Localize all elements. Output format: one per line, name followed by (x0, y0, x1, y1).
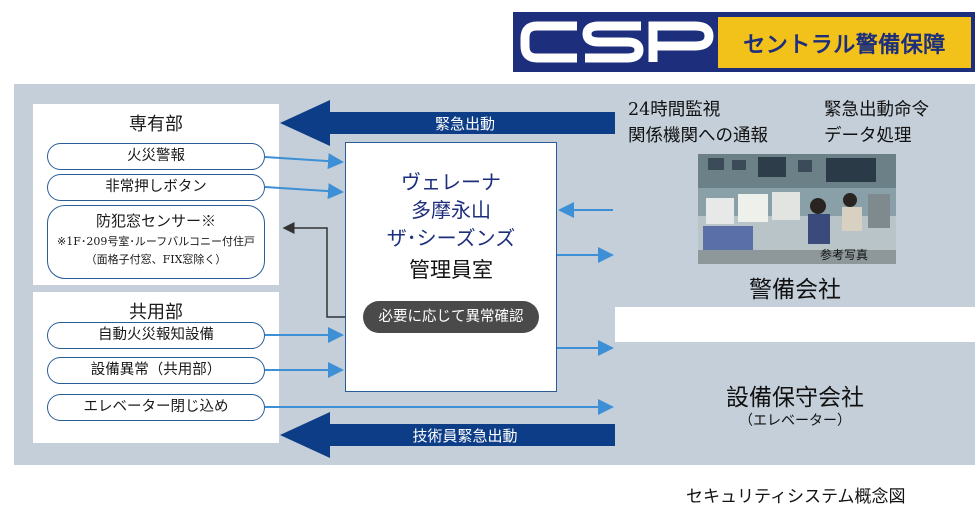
building-name-line2: 多摩永山 (411, 198, 491, 222)
photo-caption: 参考写真 (820, 248, 869, 262)
building-name-line1: ヴェレーナ (401, 170, 501, 194)
maintenance-company-name: 設備保守会社 (726, 385, 864, 411)
control-room-photo (698, 154, 896, 264)
equipment-fault-item: 設備異常（共用部） (47, 357, 265, 384)
window-sensor-note1: ※1F･209号室･ルーフバルコニー付住戸 (57, 235, 255, 248)
emergency-dispatch-label: 緊急出動 (434, 115, 495, 133)
technician-dispatch-label: 技術員緊急出動 (412, 427, 518, 445)
check-as-needed-badge: 必要に応じて異常確認 (363, 301, 539, 333)
fire-alarm-item: 火災警報 (47, 143, 265, 170)
duty-data-processing: データ処理 (824, 126, 912, 146)
security-company-name: 警備会社 (749, 277, 841, 303)
maintenance-company-panel (615, 342, 975, 465)
csp-logo-mark (519, 16, 717, 68)
duty-reporting: 関係機関への通報 (628, 126, 768, 146)
maintenance-company-sub: （エレベーター） (739, 413, 851, 429)
building-name-line3: ザ･シーズンズ (386, 226, 516, 250)
emergency-button-item: 非常押しボタン (47, 174, 265, 201)
elevator-item: エレベーター閉じ込め (47, 394, 265, 421)
management-room-label: 管理員室 (409, 258, 493, 282)
emergency-dispatch-arrow (280, 100, 615, 146)
auto-fire-item: 自動火災報知設備 (47, 322, 265, 349)
link-emergency-button (264, 183, 344, 200)
window-sensor-note2: （面格子付窓、FIX窓除く） (85, 253, 227, 266)
link-fire-alarm (264, 153, 344, 170)
window-sensor-item: 防犯窓センサー※ ※1F･209号室･ルーフバルコニー付住戸 （面格子付窓、FI… (47, 205, 265, 279)
window-sensor-label: 防犯窓センサー※ (95, 212, 216, 230)
management-room-box (345, 142, 557, 392)
diagram-caption: セキュリティシステム概念図 (686, 487, 906, 507)
duty-dispatch-order: 緊急出動命令 (824, 100, 929, 120)
private-section-title: 専有部 (129, 114, 183, 135)
company-name-band: セントラル警備保障 (718, 17, 971, 68)
duty-monitoring: 24時間監視 (628, 100, 721, 120)
common-section-title: 共用部 (129, 302, 183, 323)
technician-dispatch-arrow (280, 412, 615, 458)
